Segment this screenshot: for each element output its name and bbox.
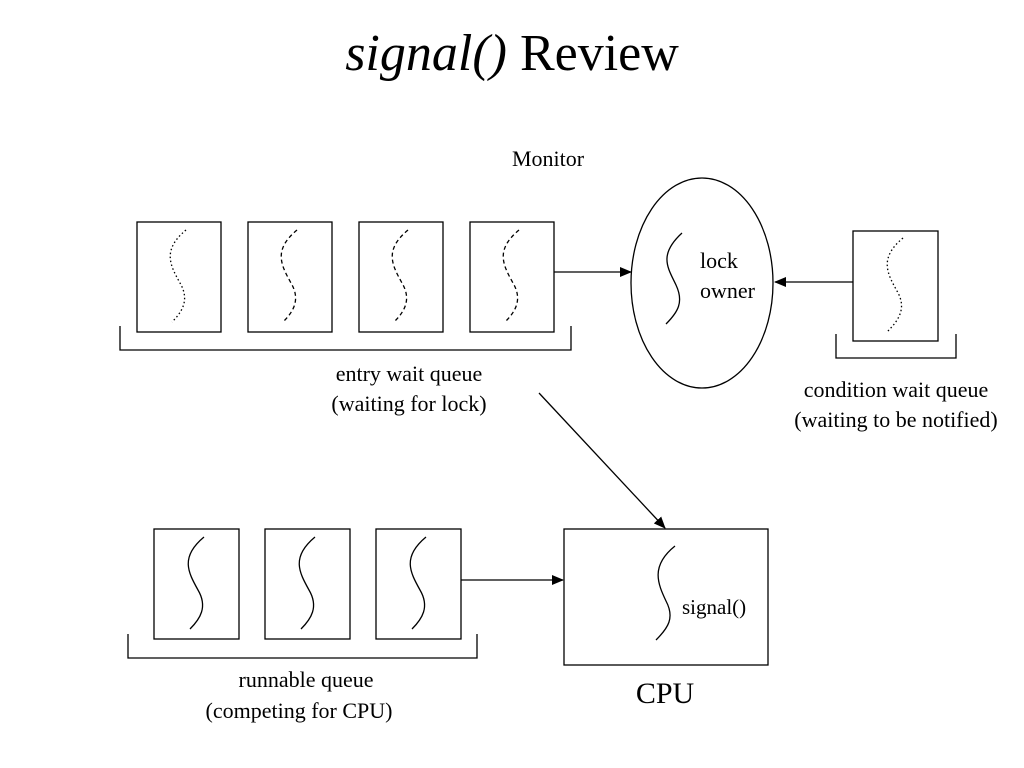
title-rest: Review <box>519 25 679 82</box>
entry-thread-1 <box>136 221 222 333</box>
entry-queue-label-1: entry wait queue <box>336 361 483 386</box>
condition-queue-label-2: (waiting to be notified) <box>794 407 997 432</box>
condition-thread-1 <box>852 230 939 342</box>
runnable-queue-label-2: (competing for CPU) <box>206 698 393 723</box>
runnable-thread-1 <box>153 528 240 640</box>
runnable-thread-3 <box>375 528 462 640</box>
lock-owner-thread <box>665 232 683 325</box>
monitor-label: Monitor <box>512 146 585 171</box>
runnable-queue-bracket <box>127 634 478 659</box>
entry-queue-label-2: (waiting for lock) <box>331 391 486 416</box>
entry-thread-2 <box>247 221 333 333</box>
cpu-label: CPU <box>636 677 695 710</box>
cpu-box <box>563 528 769 666</box>
entry-queue-bracket <box>119 326 572 351</box>
condition-queue-bracket <box>835 334 957 359</box>
condition-queue-label-1: condition wait queue <box>804 377 989 402</box>
entry-thread-4 <box>469 221 555 333</box>
lock-owner-label-1: lock <box>700 248 738 273</box>
title-function: signal() <box>345 25 507 82</box>
runnable-thread-2 <box>264 528 351 640</box>
page-title: signal() Review <box>0 28 1024 80</box>
monitor-ellipse <box>630 177 774 389</box>
entry-thread-3 <box>358 221 444 333</box>
entry-to-cpu-arrow <box>538 392 666 529</box>
cpu-signal-label: signal() <box>682 595 746 619</box>
runnable-queue-label-1: runnable queue <box>239 667 374 692</box>
lock-owner-label-2: owner <box>700 278 756 303</box>
cpu-thread <box>655 545 676 641</box>
